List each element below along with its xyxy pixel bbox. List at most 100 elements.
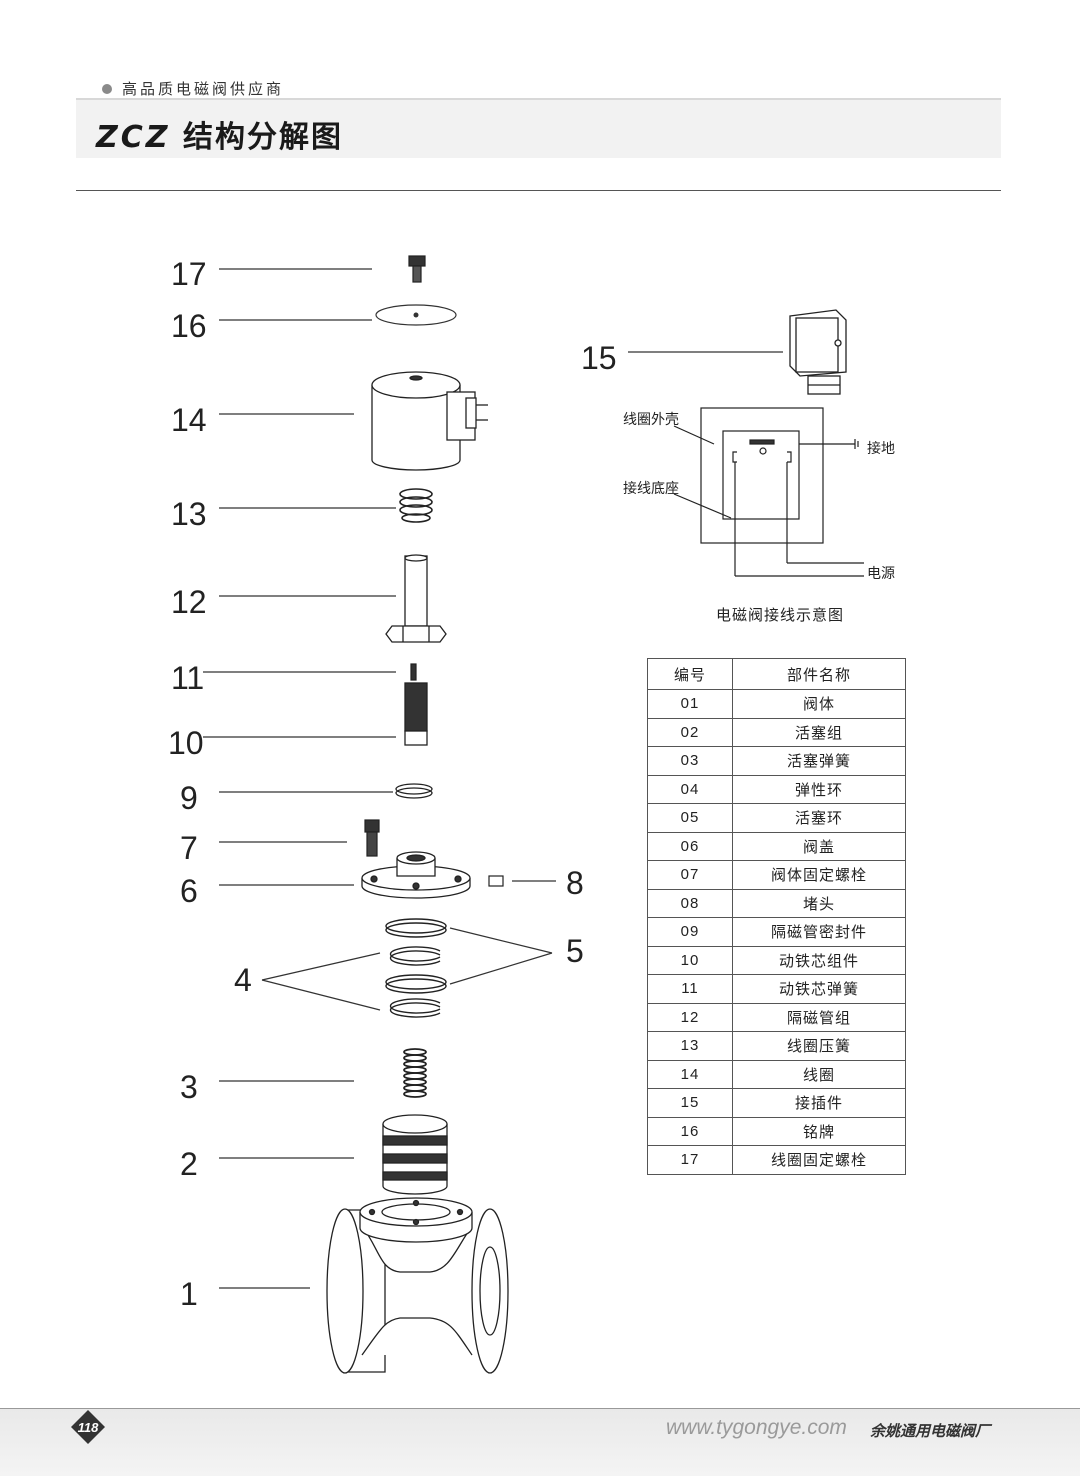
callout-1: 1: [180, 1276, 198, 1312]
row-part-name: 阀体: [732, 689, 906, 719]
row-part-name: 隔磁管密封件: [732, 917, 906, 947]
terminal-base-leader: [673, 493, 732, 519]
part-4-elastic-ring-1: [389, 946, 441, 966]
row-number: 07: [647, 860, 733, 890]
row-number: 10: [647, 945, 733, 975]
label-ground: 接地: [867, 441, 895, 457]
row-number: 01: [647, 689, 733, 719]
leader-5b: [449, 952, 553, 985]
footer-url[interactable]: www.tygongye.com: [666, 1416, 847, 1439]
exploded-diagram: [203, 255, 864, 1374]
part-9-seal: [395, 783, 433, 799]
row-part-name: 线圈压簧: [732, 1031, 906, 1061]
callout-5: 5: [566, 933, 584, 969]
label-power: 电源: [867, 566, 895, 582]
wiring-schematic: [673, 407, 864, 577]
row-number: 17: [647, 1145, 733, 1175]
leader-4b: [261, 979, 381, 1011]
supplier-text: 高品质电磁阀供应商: [122, 80, 285, 98]
part-5-piston-ring-1: [385, 918, 447, 938]
part-6-bonnet: [361, 851, 471, 899]
page-number-badge: 118: [71, 1410, 105, 1444]
callout-15: 15: [581, 340, 617, 376]
header-number: 编号: [647, 658, 733, 690]
footer-band: [0, 1408, 1080, 1476]
row-part-name: 活塞环: [732, 803, 906, 833]
row-number: 05: [647, 803, 733, 833]
row-part-name: 阀体固定螺栓: [732, 860, 906, 890]
callout-12: 12: [171, 584, 207, 620]
table-header-row: 编号 部件名称: [647, 658, 906, 690]
callout-9: 9: [180, 780, 198, 816]
callout-3: 3: [180, 1069, 198, 1105]
title-text: 结构分解图: [182, 120, 343, 155]
part-5-piston-ring-2: [385, 974, 447, 994]
header-rule: [76, 190, 1001, 191]
row-part-name: 隔磁管组: [732, 1002, 906, 1032]
row-part-name: 弹性环: [732, 774, 906, 804]
page-number: 118: [78, 1420, 99, 1435]
row-part-name: 铭牌: [732, 1116, 906, 1146]
part-8-plug: [488, 875, 504, 887]
row-part-name: 堵头: [732, 888, 906, 918]
callout-2: 2: [180, 1146, 198, 1182]
page-title: ZCZ 结构分解图: [96, 112, 343, 156]
row-number: 03: [647, 746, 733, 776]
row-number: 12: [647, 1002, 733, 1032]
row-number: 09: [647, 917, 733, 947]
callout-11: 11: [171, 660, 205, 696]
row-number: 15: [647, 1088, 733, 1118]
coil-shell-leader: [673, 425, 715, 445]
row-part-name: 接插件: [732, 1088, 906, 1118]
leader-4a: [261, 952, 381, 981]
footer-company: 余姚通用电磁阀厂: [870, 1422, 991, 1440]
callout-10: 10: [168, 725, 204, 761]
row-number: 14: [647, 1059, 733, 1089]
supplier-tagline: 高品质电磁阀供应商: [102, 78, 284, 99]
row-number: 06: [647, 831, 733, 861]
callout-13: 13: [171, 496, 207, 532]
callout-16: 16: [171, 308, 207, 344]
row-number: 08: [647, 888, 733, 918]
part-2-piston: [382, 1114, 448, 1195]
row-number: 02: [647, 717, 733, 747]
row-part-name: 动铁芯弹簧: [732, 974, 906, 1004]
part-7-bolt: [364, 819, 380, 857]
part-11-spring: [410, 663, 417, 681]
callout-17: 17: [171, 256, 207, 292]
row-part-name: 活塞组: [732, 717, 906, 747]
part-12-tube: [385, 554, 447, 643]
row-number: 16: [647, 1116, 733, 1146]
callout-14: 14: [171, 402, 207, 438]
row-number: 13: [647, 1031, 733, 1061]
header-part-name: 部件名称: [732, 658, 906, 690]
part-14-coil: [371, 371, 488, 471]
wiring-caption: 电磁阀接线示意图: [716, 606, 845, 624]
part-15-connector: [789, 309, 847, 395]
row-part-name: 阀盖: [732, 831, 906, 861]
row-number: 04: [647, 774, 733, 804]
row-number: 11: [647, 974, 733, 1004]
callout-6: 6: [180, 873, 198, 909]
label-terminal-base: 接线底座: [623, 481, 679, 497]
part-17-bolt: [408, 255, 426, 283]
part-4-elastic-ring-2: [389, 998, 441, 1018]
leader-5a: [449, 927, 553, 954]
